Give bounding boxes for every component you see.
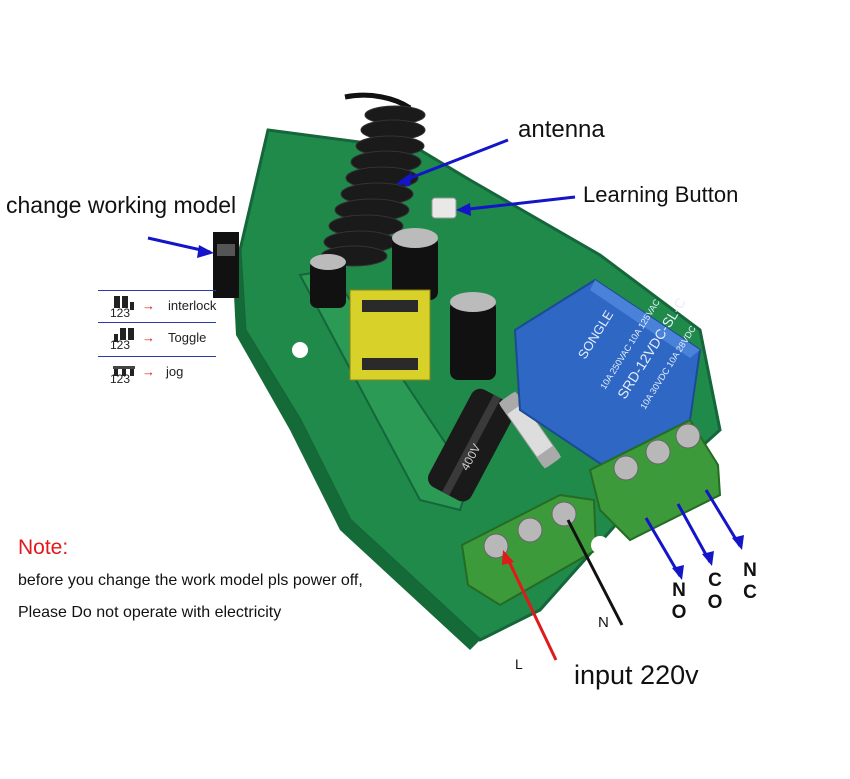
jumper-icon	[114, 296, 134, 310]
mode-label: jog	[166, 364, 184, 379]
mounting-hole	[591, 536, 609, 554]
learning-button-label: Learning Button	[583, 182, 739, 207]
note-line-1: before you change the work model pls pow…	[18, 572, 363, 589]
terminal-label-no: N O	[669, 580, 689, 624]
terminal-label-nc: N C	[740, 560, 760, 604]
right-arrow-icon: →	[142, 330, 155, 345]
mode-interlock: 123 → interlock	[98, 290, 217, 322]
terminal-label-co: C O	[705, 570, 725, 614]
arrow-nc	[704, 489, 744, 550]
fuse	[498, 391, 562, 469]
right-arrow-icon: →	[142, 364, 155, 379]
output-terminal-block	[588, 418, 722, 542]
terminal-letter: N	[672, 580, 686, 601]
arrow-no	[644, 517, 684, 580]
terminal-letter: O	[671, 602, 687, 623]
arrow-co	[676, 503, 714, 566]
mode-divider	[98, 290, 216, 291]
mode-toggle: 123 → Toggle	[98, 322, 216, 354]
capacitor-2	[450, 292, 496, 380]
capacitor-large: 400V	[427, 388, 515, 502]
capacitor-3	[310, 254, 346, 308]
neutral-label: N	[598, 614, 609, 631]
note-title: Note:	[18, 536, 69, 559]
transformer	[349, 289, 431, 381]
change-working-model-label: change working model	[6, 192, 237, 218]
capacitor-1	[392, 228, 438, 300]
live-label: L	[515, 656, 523, 672]
mounting-hole	[292, 342, 308, 358]
mode-label: interlock	[168, 298, 217, 313]
jumper-pin-numbers: 123	[110, 338, 131, 352]
arrow-learning-button	[456, 195, 576, 216]
arrow-live	[502, 550, 558, 661]
antenna-label: antenna	[518, 116, 605, 143]
input-voltage-label: input 220v	[574, 660, 699, 690]
antenna-coil	[320, 92, 426, 267]
terminal-letter: N	[743, 560, 757, 581]
mode-jog: 123 → jog	[98, 356, 216, 388]
mode-divider	[98, 356, 216, 357]
mode-label: Toggle	[168, 330, 207, 345]
terminal-letter: O	[707, 592, 723, 613]
arrow-antenna	[396, 138, 509, 186]
right-arrow-icon: →	[142, 298, 155, 313]
jumper-pin-numbers: 123	[110, 372, 131, 386]
jumper-icon	[114, 328, 134, 342]
mode-divider	[98, 322, 216, 323]
arrow-change-model	[147, 236, 214, 258]
learning-button[interactable]	[431, 197, 457, 219]
terminal-letter: C	[708, 570, 722, 591]
jumper-pin-numbers: 123	[110, 306, 131, 320]
terminal-letter: C	[743, 582, 757, 603]
relay: SONGLE SRD-12VDC-SL-C 10A 250VAC 10A 125…	[513, 278, 702, 472]
arrow-neutral	[566, 519, 624, 626]
note-line-2: Please Do not operate with electricity	[18, 604, 282, 621]
mode-jumper-header[interactable]	[213, 232, 239, 298]
jumper-icon	[113, 366, 135, 376]
